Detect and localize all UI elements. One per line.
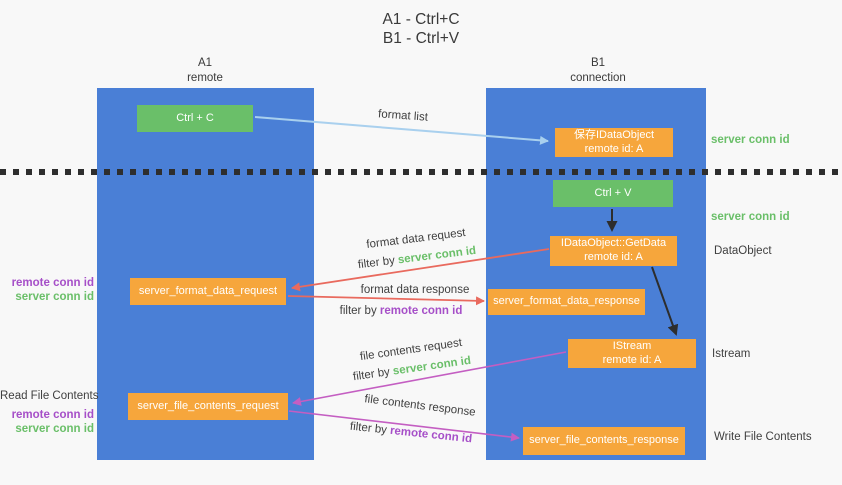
title-line-2: B1 - Ctrl+V bbox=[382, 30, 460, 48]
node-ctrl-c: Ctrl + C bbox=[137, 105, 253, 132]
remote-conn-id-text: remote conn id bbox=[389, 424, 473, 446]
node-save-idataobject-line2: remote id: A bbox=[584, 142, 644, 155]
lane-a1-title: A1 bbox=[197, 57, 213, 69]
edge-label-format-list: format list bbox=[377, 108, 429, 124]
lane-header-a1: A1 remote bbox=[145, 56, 265, 86]
lane-b1-subtitle: connection bbox=[570, 71, 626, 84]
lane-header-b1: B1 connection bbox=[538, 56, 658, 86]
node-server-format-data-response-label: server_format_data_response bbox=[493, 295, 640, 308]
left-label-remote-conn-id-1: remote conn id bbox=[11, 277, 94, 289]
node-ctrl-v-label: Ctrl + V bbox=[594, 186, 632, 199]
node-getdata-line1: IDataObject::GetData bbox=[560, 237, 667, 250]
dotted-divider bbox=[0, 169, 842, 175]
left-label-read-file-contents: Read File Contents bbox=[0, 390, 99, 402]
diagram-title: A1 - Ctrl+C B1 - Ctrl+V bbox=[0, 10, 842, 49]
left-label-remote-conn-id-2: remote conn id bbox=[11, 409, 94, 421]
title-line-1: A1 - Ctrl+C bbox=[382, 11, 460, 28]
left-label-server-conn-id-2: server conn id bbox=[15, 423, 94, 435]
format-data-response-arrow bbox=[287, 295, 485, 306]
filter-by-text: filter by bbox=[357, 254, 396, 272]
filter-by-text: filter by bbox=[339, 305, 377, 317]
edge-label-format-data-response: format data response bbox=[360, 284, 470, 296]
node-server-file-contents-request-label: server_file_contents_request bbox=[137, 399, 279, 412]
node-istream-line1: IStream bbox=[612, 339, 652, 352]
right-label-write-file-contents: Write File Contents bbox=[714, 431, 812, 443]
node-ctrl-v: Ctrl + V bbox=[553, 180, 673, 207]
right-label-dataobject: DataObject bbox=[714, 245, 772, 257]
right-label-server-conn-id-mid: server conn id bbox=[711, 211, 790, 223]
remote-conn-id-text: remote conn id bbox=[379, 305, 463, 317]
right-label-istream: Istream bbox=[712, 348, 751, 360]
filter-by-text: filter by bbox=[349, 420, 388, 437]
lane-b1-title: B1 bbox=[590, 57, 606, 69]
edge-label-filter-by-remote-1: filter by remote conn id bbox=[340, 305, 463, 317]
node-save-idataobject-line1: 保存IDataObject bbox=[573, 128, 655, 141]
node-server-file-contents-response: server_file_contents_response bbox=[523, 427, 685, 455]
node-istream-line2: remote id: A bbox=[602, 353, 662, 366]
node-istream: IStream remote id: A bbox=[568, 339, 696, 368]
node-save-idataobject: 保存IDataObject remote id: A bbox=[555, 128, 673, 157]
left-label-server-conn-id-1: server conn id bbox=[15, 291, 94, 303]
node-server-format-data-request: server_format_data_request bbox=[130, 278, 286, 305]
filter-by-text: filter by bbox=[352, 366, 391, 384]
edge-label-filter-by-remote-2: filter by remote conn id bbox=[349, 421, 472, 446]
node-server-file-contents-response-label: server_file_contents_response bbox=[529, 434, 679, 447]
node-server-format-data-response: server_format_data_response bbox=[488, 289, 645, 315]
edge-label-file-contents-response: file contents response bbox=[363, 393, 477, 419]
right-label-server-conn-id-top: server conn id bbox=[711, 134, 790, 146]
server-conn-id-text: server conn id bbox=[392, 354, 472, 378]
server-conn-id-text: server conn id bbox=[397, 244, 477, 267]
node-idataobject-getdata: IDataObject::GetData remote id: A bbox=[550, 236, 677, 266]
node-ctrl-c-label: Ctrl + C bbox=[176, 111, 214, 124]
lane-a1-subtitle: remote bbox=[187, 71, 223, 84]
node-getdata-line2: remote id: A bbox=[584, 251, 643, 263]
node-server-file-contents-request: server_file_contents_request bbox=[128, 393, 288, 420]
node-server-format-data-request-label: server_format_data_request bbox=[138, 284, 278, 297]
